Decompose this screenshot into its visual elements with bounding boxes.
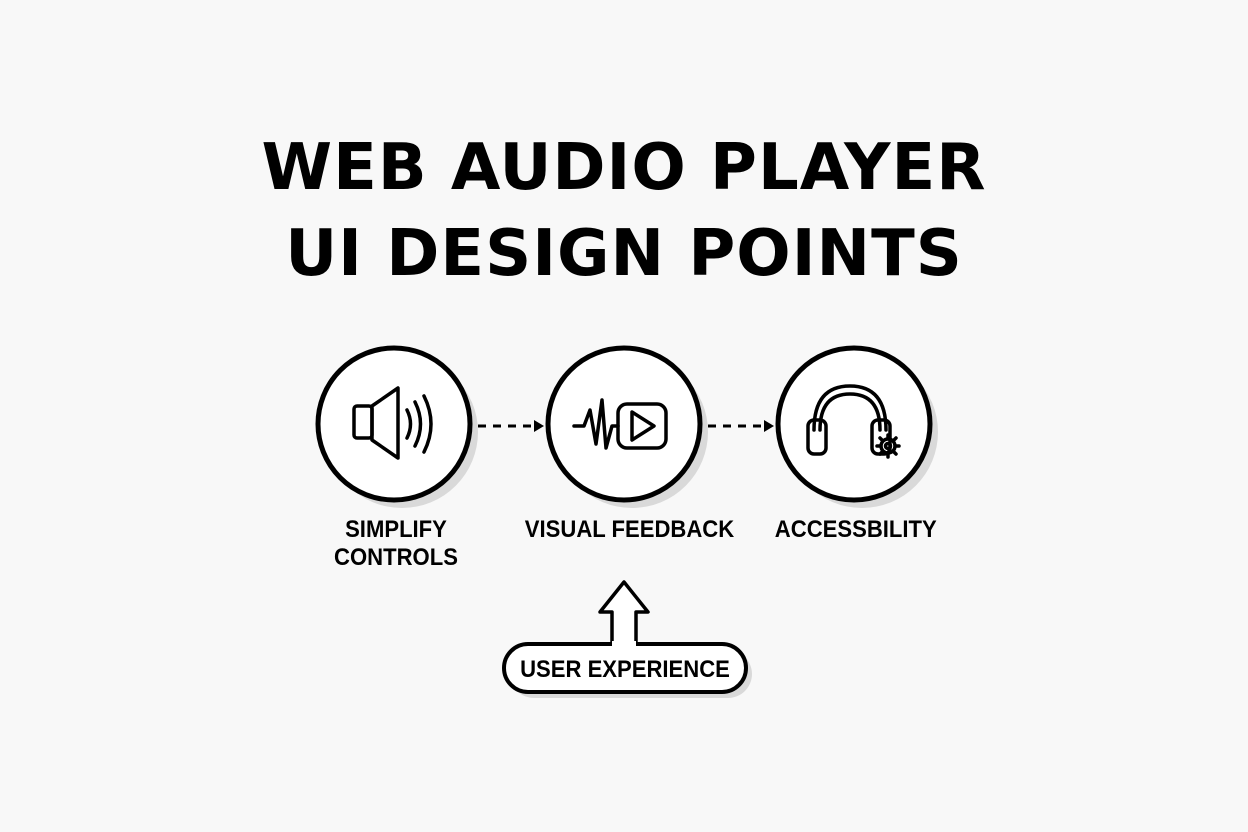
- dashed-arrow-1: [478, 420, 544, 432]
- label-visual-feedback: VISUAL FEEDBACK: [524, 516, 735, 544]
- title-line-2: UI DESIGN POINTS: [285, 217, 963, 291]
- waveform-play-icon: [572, 398, 668, 450]
- speaker-icon: [352, 386, 433, 460]
- node-accessibility: [775, 345, 938, 508]
- node-simplify-controls: [315, 345, 478, 508]
- user-experience-label: USER EXPERIENCE: [520, 656, 730, 683]
- label-simplify-controls: SIMPLIFY CONTROLS: [324, 516, 468, 572]
- up-arrow-icon: [598, 580, 650, 646]
- user-experience-pill: [502, 641, 752, 698]
- label-simplify-controls-line2: CONTROLS: [334, 544, 458, 571]
- label-accessibility-line1: ACCESSBILITY: [774, 516, 937, 543]
- headphones-gear-icon: [806, 384, 901, 459]
- label-accessibility: ACCESSBILITY: [774, 516, 937, 544]
- title-line-1: WEB AUDIO PLAYER: [261, 131, 987, 205]
- node-visual-feedback: [545, 345, 708, 508]
- dashed-arrow-2: [708, 420, 774, 432]
- label-visual-feedback-line1: VISUAL FEEDBACK: [524, 516, 735, 543]
- label-simplify-controls-line1: SIMPLIFY: [345, 516, 447, 543]
